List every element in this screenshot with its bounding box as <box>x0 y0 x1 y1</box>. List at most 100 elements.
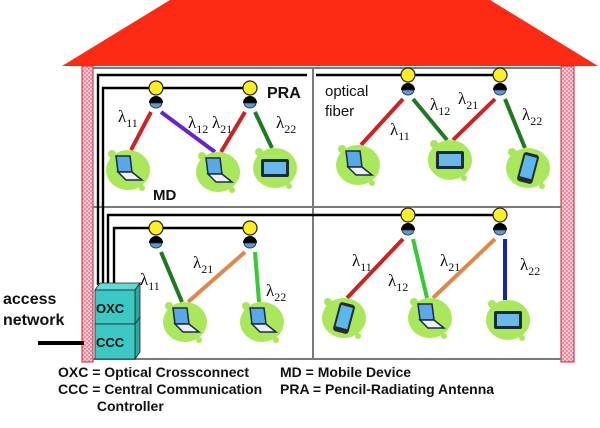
laptop-device <box>240 302 284 343</box>
wavelength-label: λ22 <box>520 255 540 278</box>
fiber-cable <box>101 86 250 285</box>
tablet-device <box>486 300 530 341</box>
antenna-head <box>401 89 415 96</box>
wireless-link <box>253 111 274 149</box>
legend-md: MD = Mobile Device <box>280 364 412 380</box>
pencil-radiating-antennas <box>148 67 508 249</box>
phone-screen <box>335 304 353 330</box>
laptop-device <box>408 298 452 339</box>
antenna-mount <box>243 96 257 103</box>
laptop-screen <box>172 307 190 325</box>
laptop-keyboard <box>250 323 279 333</box>
tablet-screen <box>439 154 461 166</box>
laptop-screen <box>345 150 363 168</box>
antenna-bulb <box>148 80 164 96</box>
wavelength-label: λ21 <box>440 251 460 274</box>
wireless-link <box>503 98 527 149</box>
legend-pra: PRA = Pencil-Radiating Antenna <box>280 381 495 397</box>
wireless-link <box>451 97 497 142</box>
antenna-bulb <box>148 220 164 236</box>
wireless-links <box>129 97 527 304</box>
fiber-cable <box>96 73 307 285</box>
antenna-mount <box>401 83 415 90</box>
optical-fiber-label-1: optical <box>325 83 368 100</box>
antenna-mount <box>493 83 507 90</box>
pra-antenna <box>242 80 258 109</box>
wavelength-label: λ11 <box>118 107 138 130</box>
tablet-device <box>253 148 297 189</box>
access-network-label-1: access <box>3 291 56 308</box>
legend-oxc: OXC = Optical Crossconnect <box>58 364 249 380</box>
antenna-mount <box>401 223 415 230</box>
wireless-link <box>186 250 247 304</box>
laptop-device <box>106 150 150 191</box>
antenna-mount <box>243 236 257 243</box>
antenna-head <box>243 242 257 249</box>
wireless-link <box>411 238 429 299</box>
antenna-bulb <box>242 220 258 236</box>
oxc-label: OXC <box>96 301 125 316</box>
antenna-mount <box>149 236 163 243</box>
laptop-screen <box>249 307 267 325</box>
wireless-link <box>253 251 261 303</box>
wavelength-label: λ12 <box>430 95 450 118</box>
legend-right: MD = Mobile Device PRA = Pencil-Radiatin… <box>280 364 494 398</box>
laptop-keyboard <box>346 166 375 176</box>
pra-antenna <box>242 220 258 249</box>
antenna-bulb <box>242 80 258 96</box>
pra-antenna <box>492 67 508 96</box>
wavelength-label: λ12 <box>388 271 408 294</box>
laptop-device <box>336 145 380 186</box>
pra-antenna <box>492 207 508 236</box>
md-label: MD <box>153 187 176 204</box>
fiber-cable <box>106 213 500 285</box>
mobile-devices <box>106 140 550 343</box>
antenna-head <box>149 242 163 249</box>
antenna-mount <box>493 223 507 230</box>
wavelength-label: λ21 <box>212 113 232 136</box>
antenna-bulb <box>492 67 508 83</box>
fiber-cable <box>112 226 250 285</box>
roof <box>62 0 598 66</box>
pra-label: PRA <box>267 85 301 102</box>
phone-screen <box>519 154 537 180</box>
antenna-bulb <box>400 207 416 223</box>
pra-antenna <box>400 67 416 96</box>
antenna-mount <box>149 96 163 103</box>
laptop-screen <box>205 157 223 175</box>
wireless-link <box>345 237 405 300</box>
wireless-link <box>359 97 405 147</box>
right-wall <box>560 65 575 363</box>
left-wall <box>81 65 94 363</box>
laptop-device <box>163 302 207 343</box>
wavelength-label: λ22 <box>266 281 286 304</box>
antenna-head <box>493 89 507 96</box>
wavelength-label: λ22 <box>522 105 542 128</box>
antenna-head <box>149 102 163 109</box>
wavelength-label: λ21 <box>458 89 478 112</box>
oxc-ccc-cube <box>94 281 141 361</box>
legend-ccc: CCC = Central Communication <box>58 381 263 397</box>
wavelength-label: λ22 <box>276 113 296 136</box>
access-network-label-2: network <box>3 312 64 329</box>
wireless-link <box>159 110 217 154</box>
laptop-keyboard <box>173 323 202 333</box>
wireless-link <box>431 237 497 300</box>
tablet-screen <box>497 314 519 326</box>
antenna-bulb <box>492 207 508 223</box>
legend-left: OXC = Optical Crossconnect CCC = Central… <box>58 364 262 415</box>
laptop-keyboard <box>116 171 145 181</box>
phone-device <box>506 148 550 189</box>
wireless-link <box>159 251 184 303</box>
laptop-screen <box>115 155 133 173</box>
antenna-head <box>243 102 257 109</box>
wireless-link <box>129 111 153 151</box>
optical-fiber-label-2: fiber <box>325 103 354 120</box>
antenna-head <box>401 229 415 236</box>
wireless-link <box>411 97 449 142</box>
laptop-keyboard <box>418 319 447 329</box>
wavelength-label: λ11 <box>140 270 160 293</box>
legend-ccc-cont: Controller <box>58 398 164 414</box>
